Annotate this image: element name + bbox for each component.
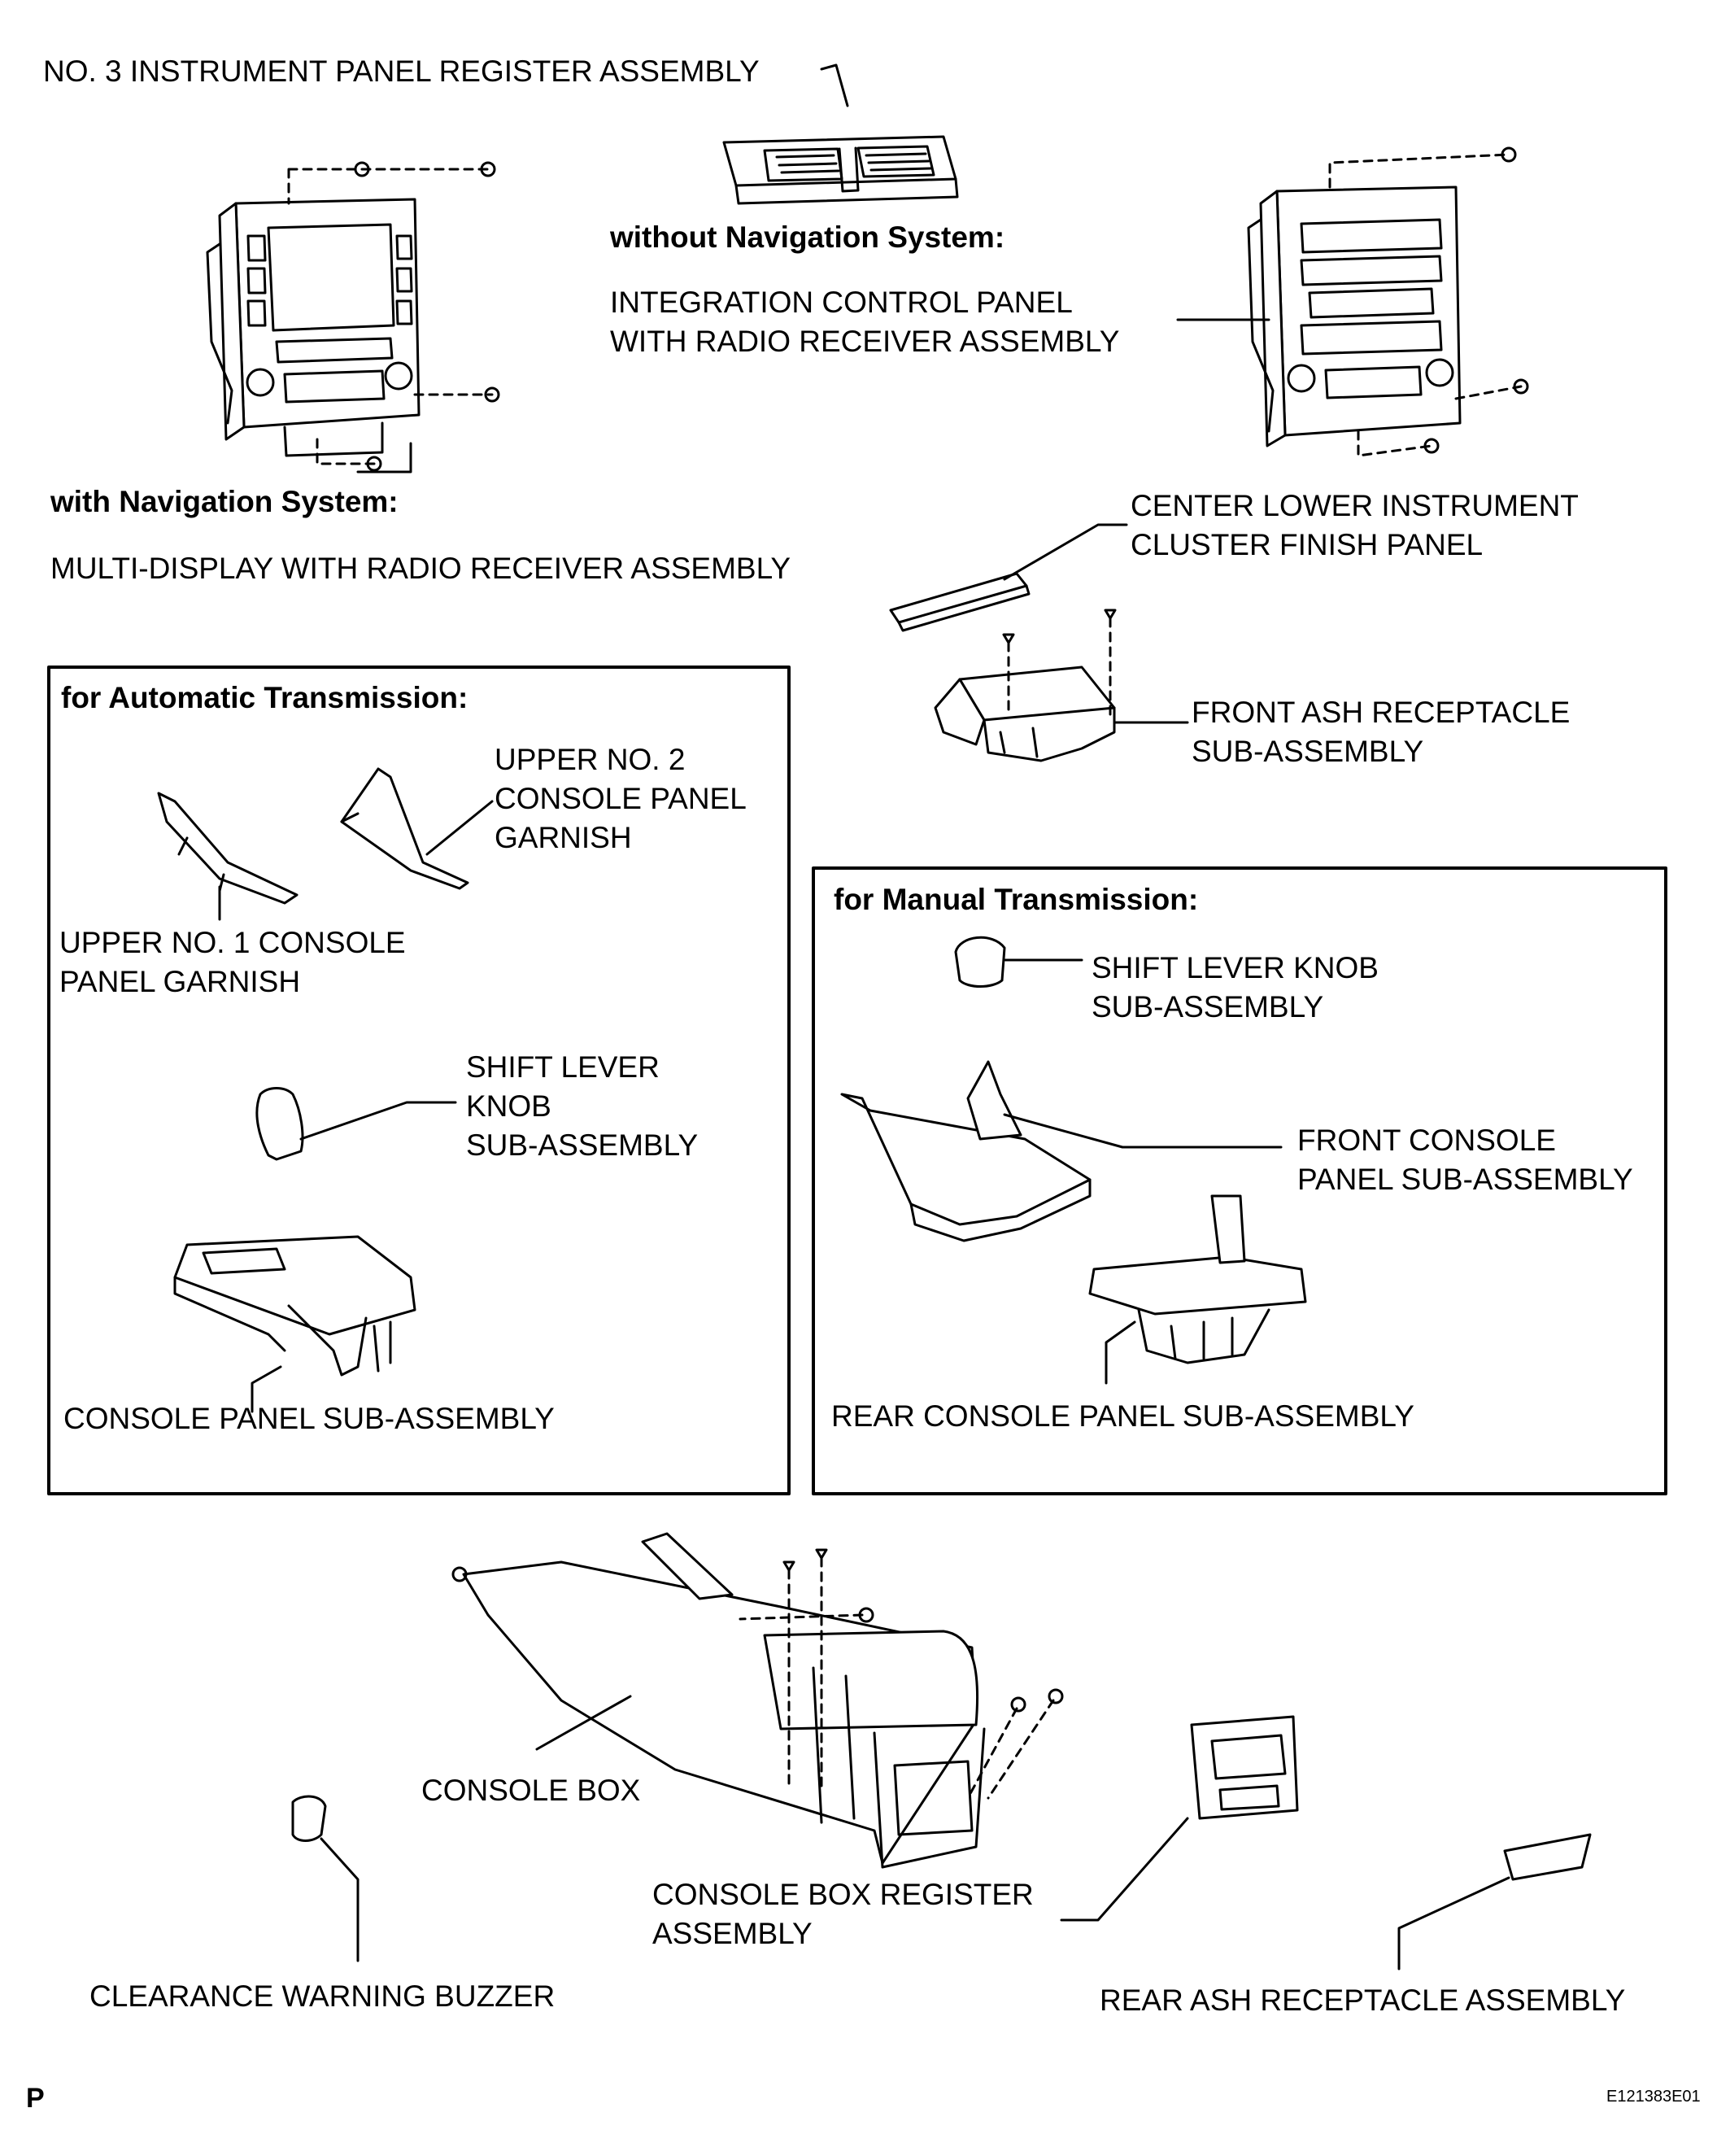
label-front-ash: FRONT ASH RECEPTACLE SUB-ASSEMBLY [1192,696,1571,768]
upper-no1-garnish-drawing [157,792,299,905]
integration-panel-screws [1328,146,1529,457]
leader-clearance-buzzer [320,1837,360,1962]
auto-console-panel-drawing [173,1235,416,1377]
label-without-nav: without Navigation System: [610,220,1005,254]
label-auto-console-panel: CONSOLE PANEL SUB-ASSEMBLY [63,1402,555,1435]
auto-shift-knob-drawing [255,1087,304,1161]
leader-multi-display [356,442,412,474]
integration-panel-drawing [1247,185,1462,447]
label-clearance-buzzer: CLEARANCE WARNING BUZZER [89,1979,556,2013]
label-register3: NO. 3 INSTRUMENT PANEL REGISTER ASSEMBLY [43,55,760,88]
label-multi-display: MULTI-DISPLAY WITH RADIO RECEIVER ASSEMB… [50,552,791,585]
leader-register3 [820,63,849,107]
front-ash-screws [1002,609,1117,718]
label-integration-panel: INTEGRATION CONTROL PANEL WITH RADIO REC… [610,286,1120,358]
rear-console-panel-drawing [1088,1194,1307,1364]
automatic-transmission-box [47,666,791,1495]
label-upper2: UPPER NO. 2 CONSOLE PANEL GARNISH [495,743,747,854]
console-box-register-drawing [1190,1715,1299,1820]
multi-display-drawing [206,198,421,457]
rear-ash-receptacle-drawing [1503,1833,1592,1881]
label-console-box-register: CONSOLE BOX REGISTER ASSEMBLY [652,1878,1034,1950]
clearance-buzzer-drawing [291,1795,327,1842]
leader-console-box-register [1060,1817,1189,1922]
multi-display-screws [287,161,500,472]
front-ash-receptacle-drawing [934,666,1116,762]
label-center-lower: CENTER LOWER INSTRUMENT CLUSTER FINISH P… [1131,489,1579,561]
label-rear-ash: REAR ASH RECEPTACLE ASSEMBLY [1100,1984,1626,2017]
leader-center-lower [1003,523,1128,581]
center-lower-panel-drawing [889,572,1031,632]
leader-upper2 [425,800,494,856]
console-box-drawing [462,1532,986,1869]
auto-box-title: for Automatic Transmission: [61,681,468,714]
leader-rear-ash [1397,1876,1510,1971]
leader-rear-console [1105,1320,1136,1385]
manual-box-title: for Manual Transmission: [834,883,1199,916]
leader-auto-console [251,1365,282,1413]
label-upper1: UPPER NO. 1 CONSOLE PANEL GARNISH [59,926,406,998]
label-auto-shift-knob: SHIFT LEVER KNOB SUB-ASSEMBLY [466,1050,699,1162]
label-rear-console: REAR CONSOLE PANEL SUB-ASSEMBLY [831,1399,1414,1433]
console-box-screws [451,1548,1064,1800]
register-vent-drawing [722,135,959,205]
label-front-console: FRONT CONSOLE PANEL SUB-ASSEMBLY [1297,1124,1633,1196]
label-with-nav: with Navigation System: [50,485,399,518]
leader-front-console [1003,1113,1283,1149]
manual-transmission-box [812,866,1667,1495]
figure-id: E121383E01 [1606,2088,1701,2106]
leader-auto-knob [299,1101,457,1141]
label-console-box: CONSOLE BOX [421,1774,641,1807]
upper-no2-garnish-drawing [340,767,469,890]
manual-shift-knob-drawing [954,936,1006,988]
page-mark: P [26,2083,45,2114]
leader-console-box [535,1695,632,1751]
front-console-panel-drawing [840,1060,1092,1242]
label-manual-shift-knob: SHIFT LEVER KNOB SUB-ASSEMBLY [1092,951,1379,1023]
